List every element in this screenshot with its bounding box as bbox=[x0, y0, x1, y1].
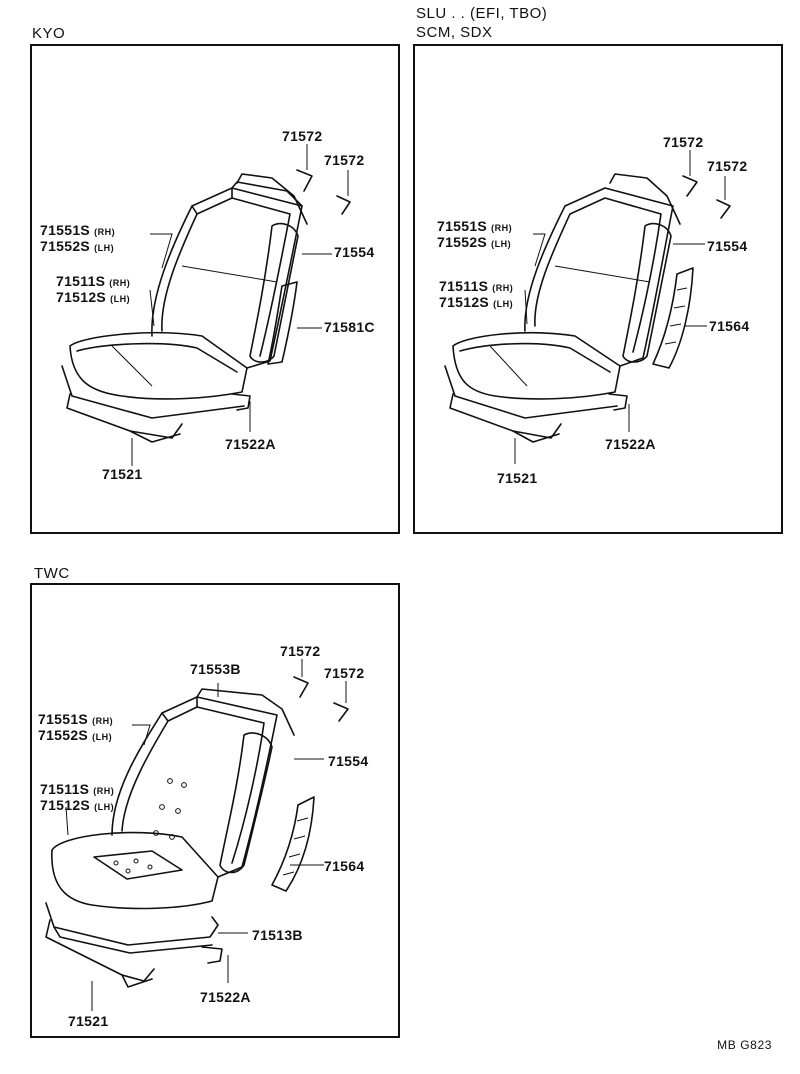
kyo-panel: 71572 71572 71551S(RH) 71552S(LH) 71554 … bbox=[30, 44, 400, 534]
kyo-label-71581c: 71581C bbox=[324, 319, 375, 335]
kyo-seat-back bbox=[151, 173, 308, 369]
twc-cushion-pad-71513b bbox=[45, 902, 219, 954]
kyo-heading: KYO bbox=[32, 25, 66, 42]
twc-label-71572-b: 71572 bbox=[324, 665, 365, 681]
twc-hooks bbox=[293, 676, 349, 722]
kyo-seat-cushion bbox=[61, 331, 248, 419]
slu-seat-base bbox=[449, 393, 628, 443]
slu-label-71572-a: 71572 bbox=[663, 134, 704, 150]
twc-label-71512s: 71512S(LH) bbox=[40, 797, 115, 813]
twc-lumbar-71564 bbox=[271, 796, 315, 892]
kyo-label-71511s: 71511S(RH) bbox=[56, 273, 131, 289]
slu-hooks bbox=[682, 175, 731, 219]
slu-seat-drawing bbox=[444, 150, 731, 464]
slu-heading-line-1: SLU . . (EFI, TBO) bbox=[416, 5, 548, 22]
twc-label-71553b: 71553B bbox=[190, 661, 241, 677]
kyo-label-71572-b: 71572 bbox=[324, 152, 365, 168]
kyo-hooks bbox=[296, 169, 351, 215]
twc-label-71572-a: 71572 bbox=[280, 643, 321, 659]
slu-label-71552s: 71552S(LH) bbox=[437, 234, 512, 250]
kyo-seat-base bbox=[66, 393, 251, 443]
kyo-label-71551s: 71551S(RH) bbox=[40, 222, 116, 238]
slu-label-71511s: 71511S(RH) bbox=[439, 278, 514, 294]
slu-leader-lines bbox=[514, 150, 726, 464]
kyo-leader-lines bbox=[131, 144, 349, 466]
twc-panel: 71572 71572 71553B 71551S(RH) 71552S(LH)… bbox=[30, 583, 400, 1038]
twc-seat-back bbox=[111, 688, 295, 878]
slu-label-71521: 71521 bbox=[497, 470, 538, 486]
slu-panel: 71572 71572 71551S(RH) 71552S(LH) 71554 … bbox=[413, 44, 783, 534]
twc-label-71513b: 71513B bbox=[252, 927, 303, 943]
twc-seat-drawing bbox=[45, 659, 349, 1011]
slu-label-71551s: 71551S(RH) bbox=[437, 218, 513, 234]
twc-label-71552s: 71552S(LH) bbox=[38, 727, 113, 743]
slu-label-71564: 71564 bbox=[709, 318, 750, 334]
kyo-label-71552s: 71552S(LH) bbox=[40, 238, 115, 254]
twc-label-71511s: 71511S(RH) bbox=[40, 781, 115, 797]
kyo-side-panel bbox=[249, 222, 299, 363]
kyo-trim-71581c bbox=[267, 281, 298, 365]
figure-code: MB G823 bbox=[717, 1038, 772, 1052]
twc-label-71522a: 71522A bbox=[200, 989, 251, 1005]
twc-label-71554: 71554 bbox=[328, 753, 369, 769]
twc-leader-lines bbox=[65, 659, 347, 1011]
twc-label-71521: 71521 bbox=[68, 1013, 109, 1029]
twc-label-71564: 71564 bbox=[324, 858, 365, 874]
twc-heading: TWC bbox=[34, 565, 70, 582]
twc-side-panel bbox=[219, 732, 273, 874]
twc-seat-base bbox=[45, 919, 223, 988]
slu-seat-back bbox=[524, 173, 681, 367]
twc-seat-back-buttons bbox=[153, 778, 187, 840]
kyo-label-71521: 71521 bbox=[102, 466, 143, 482]
slu-label-71572-b: 71572 bbox=[707, 158, 748, 174]
slu-side-panel bbox=[622, 222, 672, 363]
slu-heading-line-2: SCM, SDX bbox=[416, 24, 493, 41]
kyo-seat-drawing bbox=[61, 144, 351, 466]
kyo-label-71554: 71554 bbox=[334, 244, 375, 260]
kyo-label-71572-a: 71572 bbox=[282, 128, 323, 144]
twc-seat-cushion bbox=[51, 831, 219, 910]
slu-label-71512s: 71512S(LH) bbox=[439, 294, 514, 310]
twc-label-71551s: 71551S(RH) bbox=[38, 711, 114, 727]
kyo-label-71512s: 71512S(LH) bbox=[56, 289, 131, 305]
slu-label-71554: 71554 bbox=[707, 238, 748, 254]
kyo-label-71522a: 71522A bbox=[225, 436, 276, 452]
slu-seat-cushion bbox=[444, 331, 621, 419]
slu-label-71522a: 71522A bbox=[605, 436, 656, 452]
slu-lumbar-71564 bbox=[652, 267, 694, 369]
